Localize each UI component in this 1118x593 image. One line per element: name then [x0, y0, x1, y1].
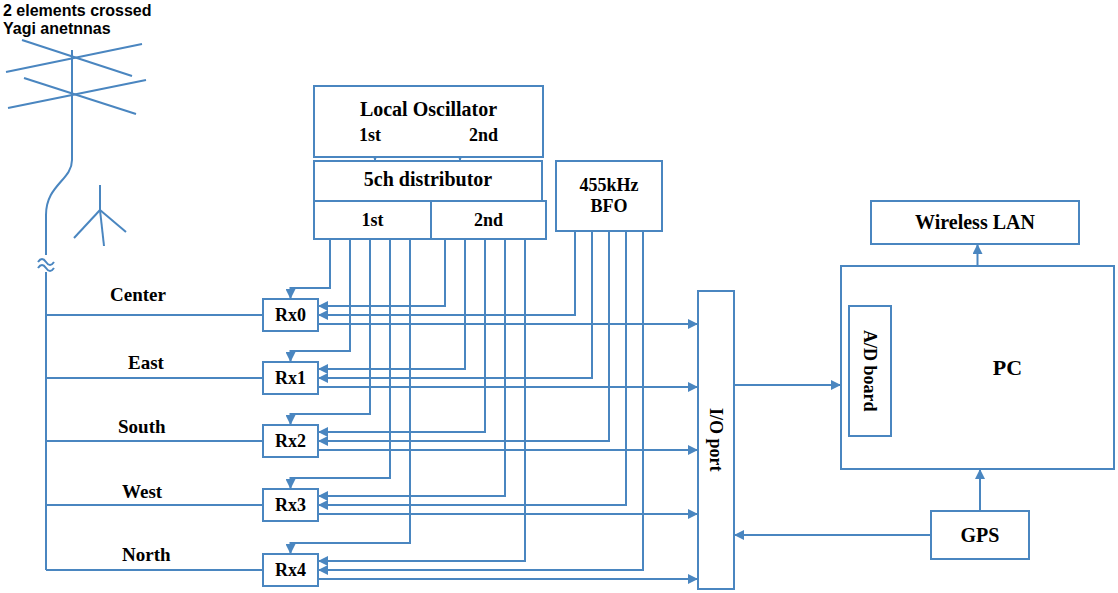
signal-connector	[735, 534, 930, 536]
node-text: GPS	[961, 524, 1000, 547]
io-port-box: I/O port	[697, 290, 735, 590]
node-text: A/D board	[860, 330, 881, 412]
direction-label: South	[118, 416, 166, 438]
signal-connector	[319, 232, 609, 441]
signal-connector	[319, 386, 697, 388]
distributor-port: 2nd	[430, 200, 547, 240]
signal-connector	[319, 323, 697, 325]
node-text: 455kHz BFO	[561, 175, 657, 216]
node-text: Rx3	[275, 495, 306, 516]
signal-connector	[319, 240, 465, 369]
signal-connector	[319, 232, 643, 570]
node-text: 2nd	[474, 210, 503, 231]
node-text: Rx0	[275, 305, 306, 326]
direction-label: East	[128, 352, 164, 374]
signal-connector	[319, 232, 575, 315]
node-text: I/O port	[706, 408, 727, 472]
signal-connector	[319, 513, 697, 515]
receiver-box: Rx1	[262, 361, 319, 395]
bfo-box: 455kHz BFO	[555, 160, 663, 232]
distributor-port: 1st	[313, 200, 432, 240]
signal-connector	[977, 245, 979, 265]
node-text: 1st	[359, 125, 381, 146]
node-text: PC	[993, 355, 1022, 380]
signal-connector	[979, 470, 981, 510]
node-text: Rx2	[275, 431, 306, 452]
direction-label: West	[122, 481, 162, 503]
receiver-box: Rx0	[262, 298, 319, 332]
signal-connector	[319, 449, 697, 451]
antenna-title: 2 elements crossed Yagi anetnnas	[3, 2, 188, 38]
signal-connector	[319, 240, 445, 306]
signal-connector	[291, 240, 371, 424]
signal-connector	[319, 578, 697, 580]
node-text: 5ch distributor	[364, 168, 492, 191]
node-text: 2nd	[469, 125, 498, 146]
node-text: Local Oscillator	[360, 98, 497, 121]
node-text: Wireless LAN	[915, 211, 1035, 234]
signal-connector	[319, 240, 505, 496]
distributor-box: 5ch distributor 1st 2nd	[313, 160, 543, 238]
signal-connector	[319, 232, 592, 378]
receiver-box: Rx4	[262, 553, 319, 587]
signal-connector	[319, 232, 626, 505]
signal-connector	[319, 240, 485, 432]
pc-box: PC A/D board	[840, 265, 1115, 470]
gps-box: GPS	[930, 510, 1030, 560]
signal-connector	[735, 384, 840, 386]
oscillator-box: Local Oscillator 1st 2nd	[313, 85, 544, 158]
signal-connector	[291, 240, 331, 298]
node-text: 1st	[362, 210, 384, 231]
receiver-box: Rx2	[262, 424, 319, 458]
wireless-lan-box: Wireless LAN	[870, 200, 1080, 245]
receiver-box: Rx3	[262, 488, 319, 522]
direction-label: North	[122, 544, 171, 566]
ad-board-box: A/D board	[848, 305, 892, 437]
node-text: Rx1	[275, 368, 306, 389]
node-text: Rx4	[275, 560, 306, 581]
direction-label: Center	[110, 284, 166, 306]
signal-connector	[319, 240, 525, 561]
